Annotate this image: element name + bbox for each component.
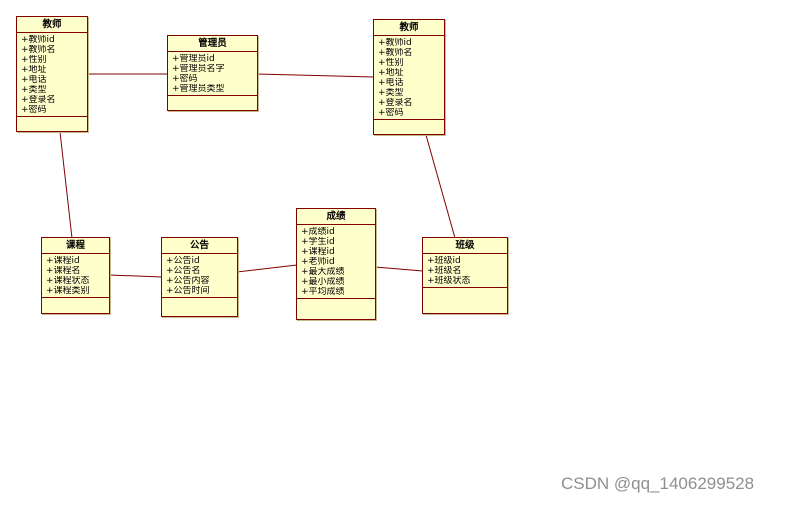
attribute: +班级状态 (427, 276, 471, 286)
class-box-admin[interactable]: 管理员 +管理员id +管理员名字 +密码 +管理员类型 (167, 35, 258, 111)
class-box-course[interactable]: 课程 +课程id +课程名 +课程状态 +课程类别 (41, 237, 110, 314)
attribute: +公告时间 (166, 286, 210, 296)
association-course-notice (108, 274, 163, 278)
attribute: +地址 (378, 68, 404, 78)
class-box-grade[interactable]: 成绩 +成绩id +学生id +课程id +老师id +最大成绩 +最小成绩 +… (296, 208, 376, 320)
watermark-text: CSDN @qq_1406299528 (561, 474, 755, 493)
attribute: +教师id (378, 38, 412, 48)
attribute: +密码 (172, 74, 198, 84)
attribute: +课程id (301, 247, 335, 257)
attribute: +地址 (21, 65, 47, 75)
class-name: 教师 (17, 17, 87, 33)
attribute-list: +成绩id +学生id +课程id +老师id +最大成绩 +最小成绩 +平均成… (297, 225, 375, 299)
attribute: +登录名 (21, 95, 56, 105)
class-name: 管理员 (168, 36, 257, 52)
attribute: +管理员id (172, 54, 215, 64)
attribute: +类型 (378, 88, 404, 98)
attribute: +管理员名字 (172, 64, 225, 74)
attribute-list: +班级id +班级名 +班级状态 (423, 254, 507, 288)
attribute-list: +公告id +公告名 +公告内容 +公告时间 (162, 254, 237, 298)
attribute-list: +课程id +课程名 +课程状态 +课程类别 (42, 254, 109, 298)
association-grade-class (374, 266, 424, 272)
attribute: +教师名 (378, 48, 413, 58)
attribute-list: +管理员id +管理员名字 +密码 +管理员类型 (168, 52, 257, 96)
attribute: +课程id (46, 256, 80, 266)
attribute: +班级id (427, 256, 461, 266)
attribute: +班级名 (427, 266, 462, 276)
class-name: 成绩 (297, 209, 375, 225)
class-name: 班级 (423, 238, 507, 254)
attribute: +教师名 (21, 45, 56, 55)
attribute: +最大成绩 (301, 267, 345, 277)
attribute-list: +教师id +教师名 +性别 +地址 +电话 +类型 +登录名 +密码 (17, 33, 87, 117)
attribute: +成绩id (301, 227, 335, 237)
attribute: +教师id (21, 35, 55, 45)
attribute: +课程类别 (46, 286, 90, 296)
attribute: +登录名 (378, 98, 413, 108)
attribute: +密码 (21, 105, 47, 115)
attribute: +课程名 (46, 266, 81, 276)
attribute: +平均成绩 (301, 287, 345, 297)
attribute: +公告内容 (166, 276, 210, 286)
class-box-teacher-right[interactable]: 教师 +教师id +教师名 +性别 +地址 +电话 +类型 +登录名 +密码 (373, 19, 445, 135)
class-name: 课程 (42, 238, 109, 254)
class-box-notice[interactable]: 公告 +公告id +公告名 +公告内容 +公告时间 (161, 237, 238, 317)
attribute-list: +教师id +教师名 +性别 +地址 +电话 +类型 +登录名 +密码 (374, 36, 444, 120)
association-notice-grade (236, 264, 298, 273)
association-admin-teacher2 (256, 73, 375, 78)
attribute: +最小成绩 (301, 277, 345, 287)
attribute: +密码 (378, 108, 404, 118)
class-box-class[interactable]: 班级 +班级id +班级名 +班级状态 (422, 237, 508, 314)
attribute: +老师id (301, 257, 335, 267)
attribute: +管理员类型 (172, 84, 225, 94)
attribute: +公告id (166, 256, 200, 266)
attribute: +学生id (301, 237, 335, 247)
association-teacher2-class (425, 134, 456, 239)
attribute: +性别 (21, 55, 47, 65)
attribute: +类型 (21, 85, 47, 95)
attribute: +电话 (378, 78, 404, 88)
attribute: +公告名 (166, 266, 201, 276)
class-name: 教师 (374, 20, 444, 36)
association-teacher1-course (59, 131, 73, 239)
attribute: +性别 (378, 58, 404, 68)
attribute: +课程状态 (46, 276, 90, 286)
class-name: 公告 (162, 238, 237, 254)
attribute: +电话 (21, 75, 47, 85)
class-box-teacher-left[interactable]: 教师 +教师id +教师名 +性别 +地址 +电话 +类型 +登录名 +密码 (16, 16, 88, 132)
